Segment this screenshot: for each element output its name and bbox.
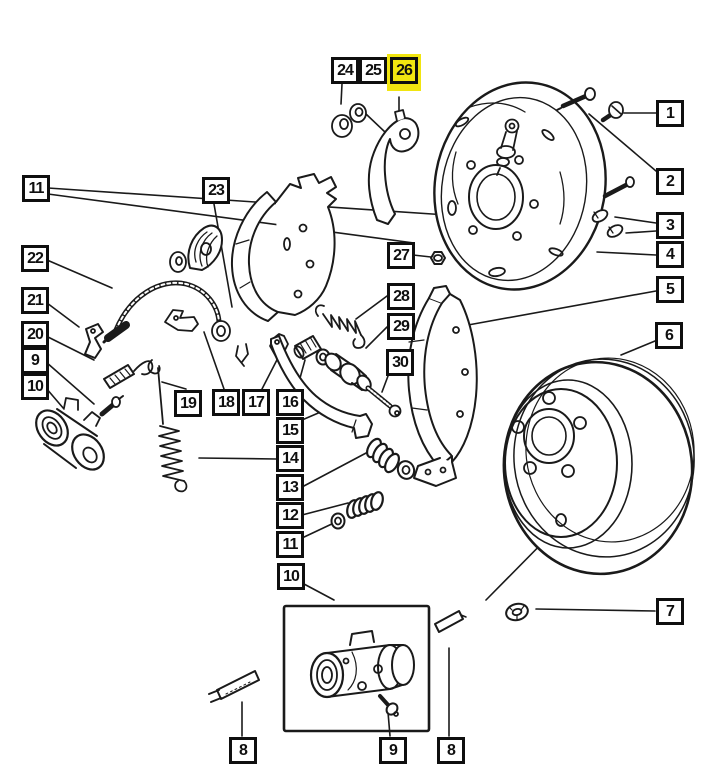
adjuster-lever	[270, 335, 373, 439]
callout-16: 16	[276, 389, 304, 416]
hook-spring	[103, 360, 154, 389]
callout-3: 3	[656, 212, 684, 239]
callout-13: 13	[276, 474, 304, 501]
callout-21: 21	[21, 287, 49, 314]
callout-10: 10	[21, 373, 49, 400]
parking-brake-cable	[102, 280, 231, 344]
adjuster-assembly	[324, 352, 372, 392]
adjuster-spring	[314, 304, 366, 349]
pivot-pin	[602, 176, 635, 199]
retaining-pin-left	[208, 670, 260, 703]
screw	[600, 101, 624, 123]
callout-17: 17	[242, 389, 270, 416]
adjuster-screw	[365, 385, 402, 418]
bleeder-screw	[99, 395, 124, 417]
callout-2: 2	[656, 168, 684, 195]
dust-boot-spring	[169, 224, 223, 273]
retaining-pin-right	[434, 610, 467, 633]
callout-25: 25	[359, 57, 387, 84]
speed-nut	[505, 602, 529, 622]
callout-30: 30	[386, 349, 414, 376]
callout-8: 8	[437, 737, 465, 764]
callout-23: 23	[202, 177, 230, 204]
backing-plate	[433, 81, 607, 291]
mounting-bolt	[556, 87, 596, 111]
callout-4: 4	[656, 241, 684, 268]
brake-drum	[502, 357, 695, 576]
callout-28: 28	[387, 283, 415, 310]
parking-brake-lever	[367, 109, 420, 225]
callout-5: 5	[656, 276, 684, 303]
callout-18: 18	[212, 389, 240, 416]
callout-11: 11	[22, 175, 50, 202]
callout-9: 9	[21, 347, 49, 374]
callout-15: 15	[276, 417, 304, 444]
wheel-cylinder-detail-frame	[282, 604, 431, 733]
callout-11: 11	[276, 531, 304, 558]
callout-27: 27	[387, 242, 415, 269]
callout-12: 12	[276, 502, 304, 529]
callout-1: 1	[656, 100, 684, 127]
callout-22: 22	[21, 245, 49, 272]
front-brake-shoe	[230, 173, 337, 322]
callout-26: 26	[390, 57, 418, 84]
wheel-cylinder-detail	[309, 630, 415, 699]
callout-10: 10	[277, 563, 305, 590]
retainer-clips	[591, 209, 624, 238]
hold-down-spring-upper	[365, 437, 401, 474]
wheel-cylinder	[35, 397, 105, 471]
callout-14: 14	[276, 445, 304, 472]
callout-29: 29	[387, 313, 415, 340]
bleeder-valve	[378, 694, 399, 717]
return-spring	[147, 359, 188, 493]
callout-7: 7	[656, 598, 684, 625]
bracket	[84, 323, 104, 359]
cable-connector	[164, 309, 199, 332]
lever-washers	[331, 103, 367, 138]
hold-down-washer-upper	[396, 460, 416, 480]
callout-20: 20	[21, 321, 49, 348]
callout-6: 6	[655, 322, 683, 349]
callout-8: 8	[229, 737, 257, 764]
hex-nut	[430, 251, 446, 265]
rear-brake-shoe	[407, 285, 478, 487]
hold-down-washer-lower	[330, 512, 346, 530]
callout-19: 19	[174, 390, 202, 417]
callout-9: 9	[379, 737, 407, 764]
callout-24: 24	[331, 57, 359, 84]
hold-down-spring-lower	[346, 491, 384, 519]
anchor-pin	[496, 118, 520, 176]
